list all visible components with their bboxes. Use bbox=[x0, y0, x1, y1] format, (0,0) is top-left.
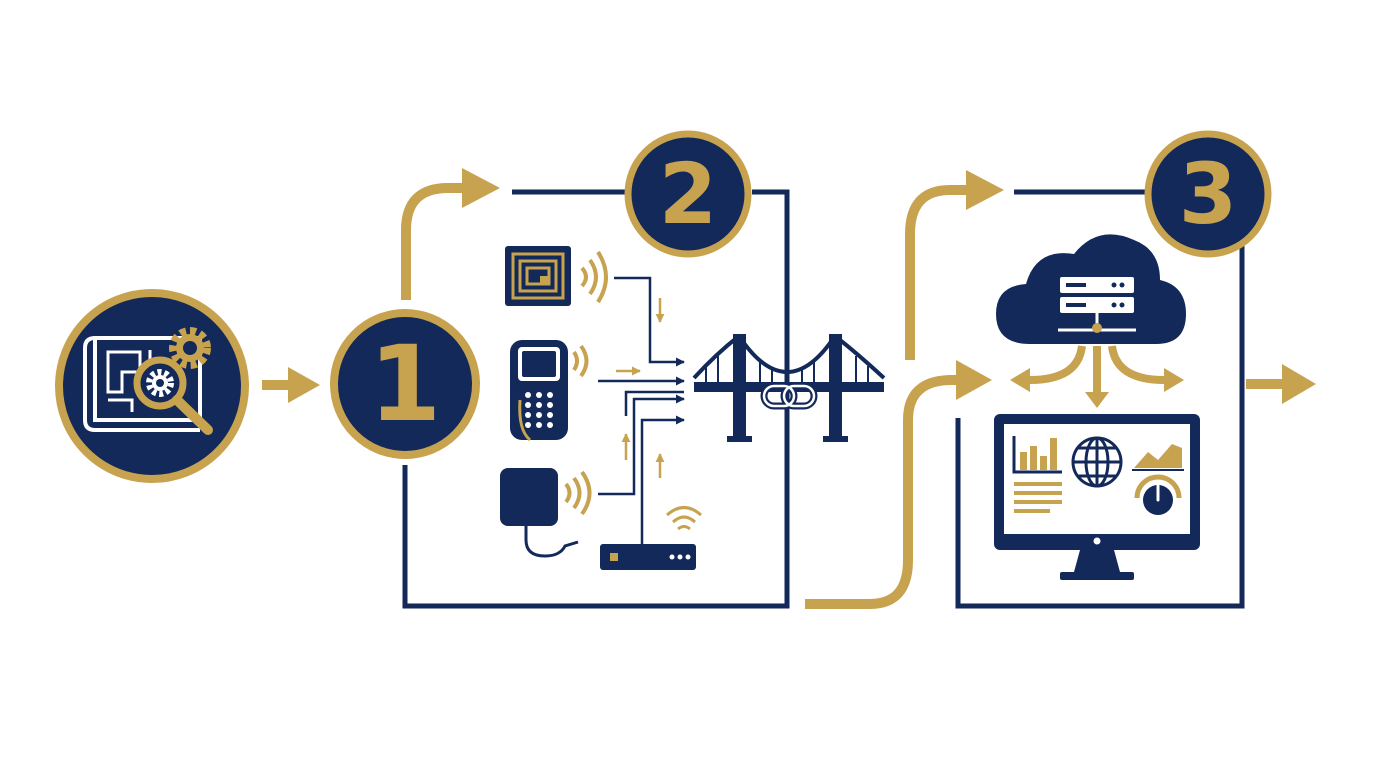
step2-frame bbox=[402, 189, 790, 609]
rfid-tag-icon bbox=[505, 246, 571, 306]
rfid-tag-signal-icon bbox=[580, 250, 608, 304]
report-lines-widget bbox=[1014, 482, 1062, 513]
step-2-number: 2 bbox=[659, 145, 717, 243]
wifi-router-icon bbox=[600, 506, 702, 570]
handheld-signal-icon bbox=[572, 344, 589, 378]
bar-chart-widget bbox=[1012, 436, 1062, 474]
rfid-reader-icon bbox=[500, 468, 579, 558]
dashboard-monitor-icon bbox=[994, 414, 1200, 580]
cloud-distribution-arrowheads bbox=[1010, 368, 1184, 408]
step-1-badge: 1 bbox=[330, 309, 480, 459]
arrow-step2-to-step3-upper bbox=[905, 185, 972, 360]
step-2-badge: 2 bbox=[624, 130, 752, 258]
arrow-step2-to-step3-lower-head bbox=[956, 360, 992, 400]
arrow-step1-to-step2-head bbox=[462, 168, 500, 208]
data-connector-markers bbox=[616, 298, 665, 478]
globe-icon bbox=[1071, 436, 1123, 488]
start-circle bbox=[55, 289, 249, 483]
step-3-badge: 3 bbox=[1144, 130, 1272, 258]
arrow-start-to-step1-head bbox=[288, 367, 320, 403]
bridge-link-icon bbox=[692, 334, 886, 442]
data-connectors bbox=[598, 276, 685, 545]
cloud-server-icon bbox=[996, 234, 1186, 344]
rfid-reader-signal-icon bbox=[564, 470, 592, 516]
handheld-scanner-icon bbox=[510, 340, 568, 442]
arrow-output-head bbox=[1282, 364, 1316, 404]
step-1-number: 1 bbox=[369, 323, 441, 445]
arrow-step1-to-step2 bbox=[401, 183, 468, 300]
blueprint-magnifier-gear-icon bbox=[83, 327, 213, 435]
area-chart-widget bbox=[1132, 444, 1184, 471]
gauge-icon bbox=[1134, 474, 1182, 515]
cloud-distribution-arrows bbox=[1029, 345, 1165, 394]
arrow-step2-to-step3-upper-head bbox=[966, 170, 1004, 210]
step-3-number: 3 bbox=[1179, 145, 1237, 243]
arrow-step2-to-step3-lower bbox=[805, 375, 962, 609]
